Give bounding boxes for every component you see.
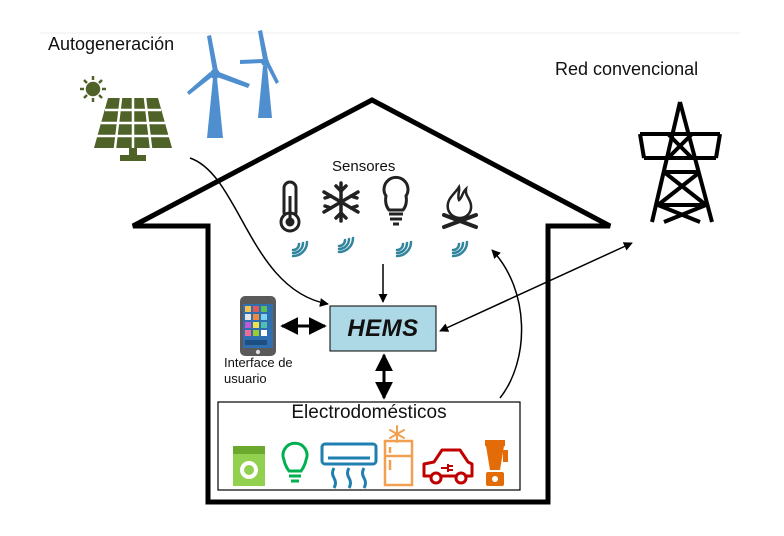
house-outline: [131, 97, 612, 505]
arrow-generation-to-hems: [189, 157, 329, 307]
snowflake-icon: [322, 181, 360, 223]
sensors-label: Sensores: [332, 158, 396, 175]
appliances-label: Electrodomésticos: [291, 402, 447, 423]
self-generation-label: Autogeneración: [48, 34, 175, 54]
blender-icon: [485, 440, 508, 486]
washing-machine-icon: [233, 446, 265, 486]
user-interface-label-line2: usuario: [224, 371, 267, 386]
sun-icon: [80, 76, 106, 102]
signal-icon: [291, 236, 469, 258]
hems-label: HEMS: [347, 314, 419, 342]
user-interface-label-line1: Interface de: [224, 355, 293, 370]
arrow-hems-grid: [439, 242, 633, 332]
hems-box: [329, 305, 437, 352]
smartphone-icon: [240, 296, 276, 356]
light-bulb-icon: [281, 441, 309, 483]
transmission-tower-icon: [638, 101, 722, 224]
refrigerator-icon: [383, 425, 414, 487]
electric-car-icon: [422, 448, 474, 485]
wind-turbine-icon: [187, 30, 279, 138]
light-bulb-icon: [382, 175, 410, 226]
grid-label: Red convencional: [555, 59, 699, 79]
arrow-appliances-to-sensors: [491, 249, 523, 399]
thermometer-icon: [279, 180, 301, 233]
solar-panel-icon: [94, 97, 172, 161]
air-conditioner-icon: [320, 442, 378, 489]
fire-icon: [442, 183, 478, 229]
